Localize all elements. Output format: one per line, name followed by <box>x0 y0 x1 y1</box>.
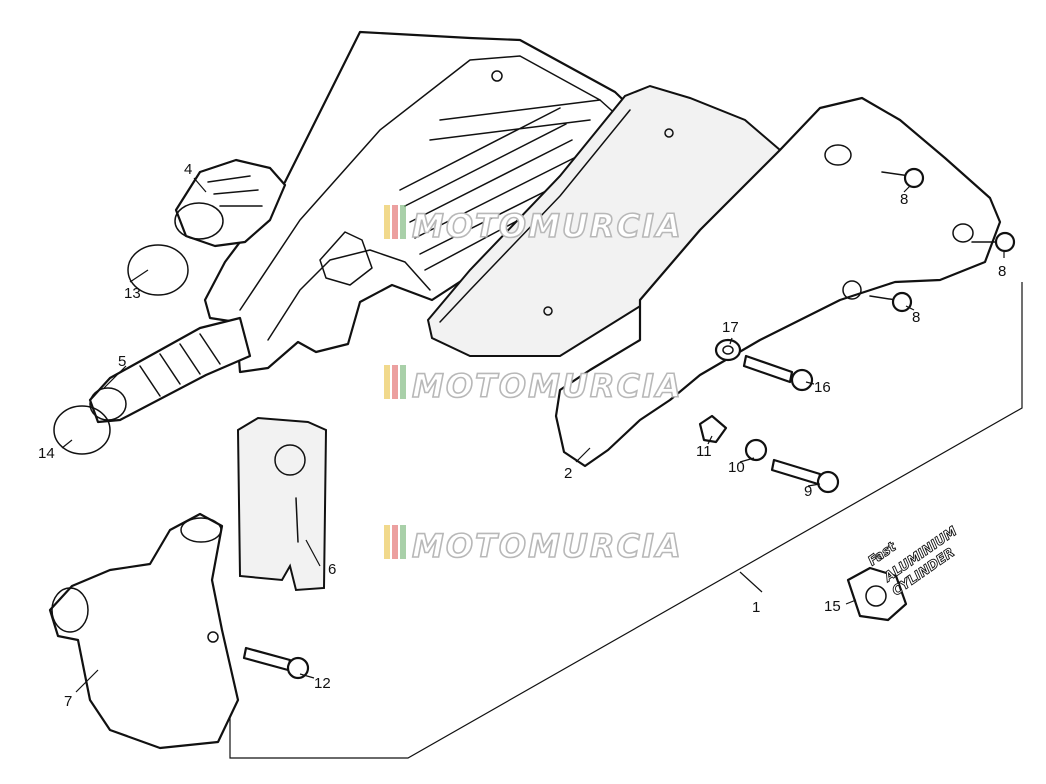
callout-13: 13 <box>124 285 141 302</box>
intake-duct <box>88 316 252 424</box>
screw-8c <box>869 291 913 313</box>
spacer-11 <box>698 414 728 444</box>
nut-10 <box>744 438 768 462</box>
screw-8a <box>881 167 925 189</box>
decal-15: Fast ALUMINIUM CYLINDER <box>846 524 961 622</box>
callout-7: 7 <box>64 693 72 710</box>
callout-14: 14 <box>38 445 55 462</box>
callout-11: 11 <box>696 443 712 460</box>
callout-5: 5 <box>118 353 126 370</box>
bolt-12 <box>242 646 310 680</box>
clamp-14 <box>53 405 111 455</box>
watermark-1: MOTOMURCIA <box>384 205 683 246</box>
callout-12: 12 <box>314 675 331 692</box>
washer-17 <box>714 338 742 362</box>
screw-8b <box>971 231 1016 253</box>
inlet-elbow <box>48 512 240 750</box>
callout-4: 4 <box>184 161 192 178</box>
watermark-3: MOTOMURCIA <box>384 525 683 566</box>
svg-text:MOTOMURCIA: MOTOMURCIA <box>412 367 683 405</box>
callout-16: 16 <box>814 379 831 396</box>
callout-10: 10 <box>728 459 745 476</box>
clamp-13 <box>127 244 189 296</box>
callout-17: 17 <box>722 319 739 336</box>
callout-8c: 8 <box>912 309 920 326</box>
foam-gasket <box>236 416 328 592</box>
leader-lines <box>61 177 1005 693</box>
callout-2: 2 <box>564 465 572 482</box>
watermark-2: MOTOMURCIA <box>384 365 683 406</box>
foam-filter <box>426 84 782 357</box>
callout-9: 9 <box>804 483 812 500</box>
screw-16 <box>742 354 814 392</box>
callout-8a: 8 <box>900 191 908 208</box>
assembly-boundary <box>229 282 1023 759</box>
callout-8b: 8 <box>998 263 1006 280</box>
filter-cover <box>554 96 1002 468</box>
callout-6: 6 <box>328 561 336 578</box>
svg-text:MOTOMURCIA: MOTOMURCIA <box>412 207 683 245</box>
callout-1: 1 <box>752 599 760 616</box>
callouts: 1 2 4 5 6 7 8 8 8 9 10 11 12 13 14 15 16… <box>38 161 1006 710</box>
callout-15: 15 <box>824 598 841 615</box>
intake-rubber <box>174 158 287 248</box>
svg-text:MOTOMURCIA: MOTOMURCIA <box>412 527 683 565</box>
